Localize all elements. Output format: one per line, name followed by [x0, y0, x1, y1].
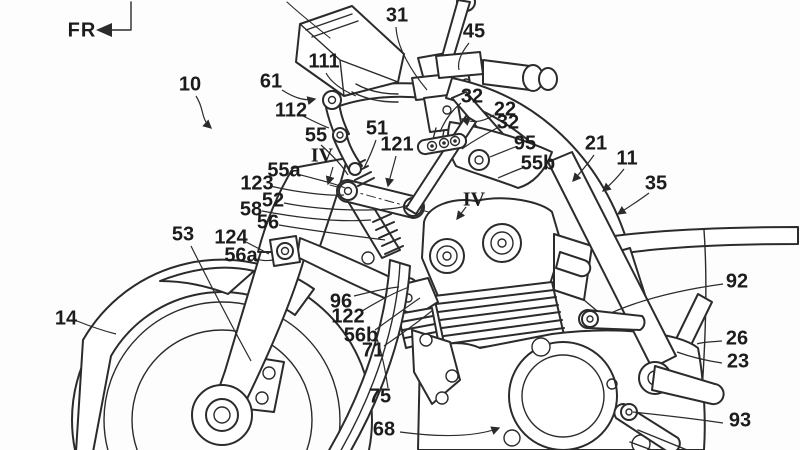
ref-label-95: 95 [514, 132, 536, 154]
ref-label-122: 122 [331, 305, 364, 327]
ref-label-112: 112 [275, 99, 307, 121]
leader-line [269, 185, 345, 196]
engine [395, 197, 706, 450]
ref-label-56a: 56a [224, 244, 258, 266]
leader-line [497, 166, 526, 179]
leader-line [243, 240, 270, 255]
ref-label-58: 58 [240, 198, 262, 220]
ref-label-11: 11 [616, 147, 637, 169]
leader-line [281, 89, 317, 106]
ref-label-56b: 56b [344, 324, 378, 346]
ref-label-14: 14 [55, 307, 78, 329]
ref-label-45: 45 [463, 20, 485, 42]
ref-label-61: 61 [260, 70, 282, 92]
ref-label-22: 22 [494, 98, 516, 120]
leader-line [457, 42, 470, 71]
leader-line [385, 155, 397, 188]
ref-label-124: 124 [214, 226, 248, 248]
leader-line [302, 115, 330, 129]
ref-label-55b: 55b [521, 152, 555, 174]
leader-line [252, 257, 274, 262]
leader-line [296, 173, 346, 189]
leader-line [353, 286, 400, 297]
rear-linkage [578, 309, 725, 450]
leader-line [374, 297, 421, 331]
leader-line [283, 202, 410, 211]
ref-label-21: 21 [585, 132, 607, 154]
leader-line [460, 114, 495, 126]
leader-line [572, 154, 595, 183]
ref-label-121: 121 [380, 133, 413, 155]
leader-line [278, 224, 386, 241]
ref-label-10: 10 [179, 73, 201, 95]
ref-label-123: 123 [240, 172, 273, 194]
leader-line [383, 309, 434, 347]
upper-link-arms [322, 82, 428, 176]
ref-label-68: 68 [373, 418, 395, 440]
leader-line [461, 127, 498, 150]
leader-line [632, 411, 724, 424]
handlebar [435, 0, 558, 92]
ref-label-52: 52 [262, 189, 284, 211]
ref-label-35: 35 [645, 172, 667, 194]
ref-label-55: 55 [305, 124, 327, 146]
ref-label-32: 32 [497, 111, 519, 133]
leader-line [616, 192, 650, 215]
ref-label-iv: IV [311, 145, 334, 167]
leader-line [399, 426, 501, 437]
leader-line [489, 146, 516, 158]
ref-label-fr: FR [68, 19, 97, 41]
leader-line [320, 144, 349, 176]
leader-line [439, 102, 462, 133]
ref-label-iv: IV [463, 189, 486, 211]
ref-label-92: 92 [726, 270, 748, 292]
leader-line [190, 245, 252, 362]
leader-line [325, 166, 335, 186]
ref-label-75: 75 [369, 385, 391, 407]
main-spar-rear [405, 115, 677, 369]
ref-label-32: 32 [461, 85, 483, 107]
leader-line [610, 283, 724, 314]
leader-line [456, 206, 467, 221]
leader-line [363, 139, 377, 169]
ref-label-31: 31 [386, 4, 408, 26]
ref-label-111: 111 [308, 50, 339, 72]
ref-label-96: 96 [330, 290, 352, 312]
leader-line [361, 286, 410, 312]
fr-direction-arrow [96, 1, 132, 37]
ref-label-93: 93 [729, 409, 751, 431]
motorcycle-line-art [71, 0, 799, 450]
leader-line [676, 351, 723, 364]
ref-label-26: 26 [726, 327, 748, 349]
ref-label-23: 23 [727, 350, 749, 372]
leader-line [76, 320, 117, 335]
leader-line [375, 335, 389, 389]
leader-line [696, 340, 723, 345]
ref-label-53: 53 [172, 223, 194, 245]
ref-label-56: 56 [257, 211, 279, 233]
leader-line [601, 168, 625, 192]
ref-label-51: 51 [366, 117, 388, 139]
ref-label-55a: 55a [267, 159, 301, 181]
leader-line [325, 72, 357, 97]
leader-line [395, 26, 428, 91]
leader-line [195, 95, 212, 129]
leader-line [261, 210, 372, 222]
